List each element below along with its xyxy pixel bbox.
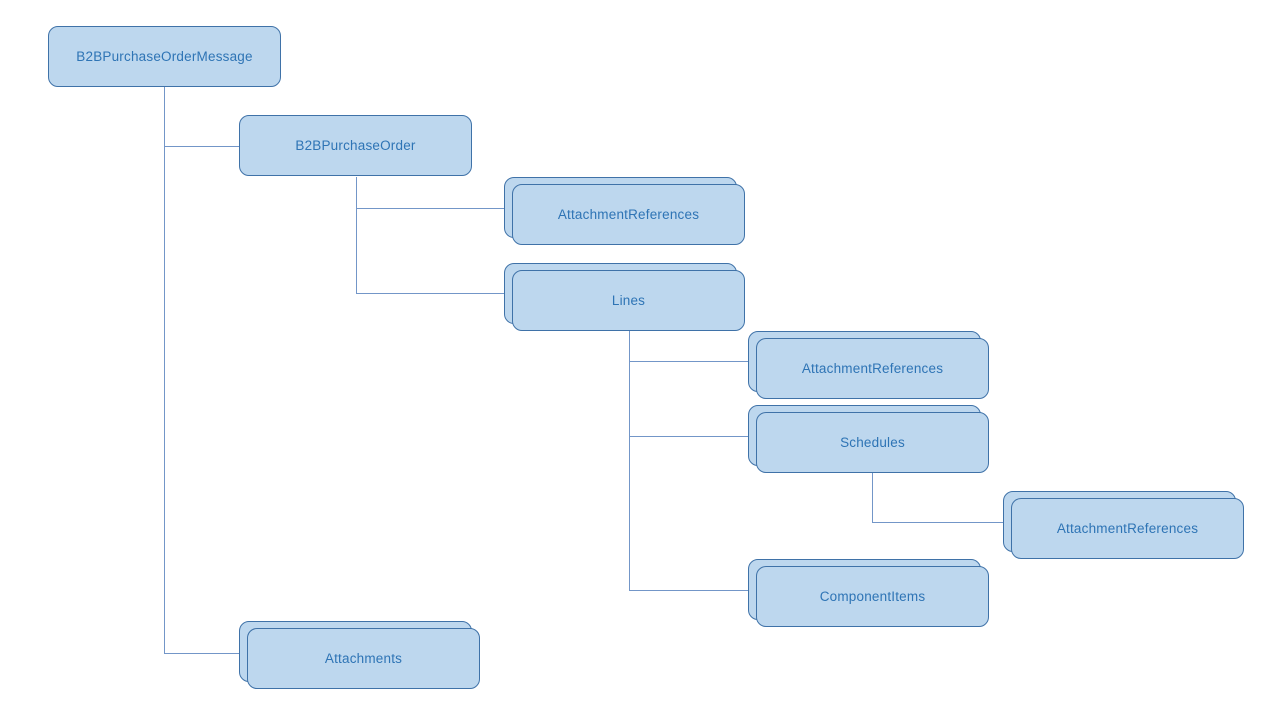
node-shape: Schedules bbox=[756, 412, 989, 473]
node-attachment-references-schedules[interactable]: AttachmentReferences bbox=[1003, 491, 1244, 559]
node-label: AttachmentReferences bbox=[801, 361, 944, 376]
connector-lines-to-schedules bbox=[629, 436, 748, 437]
node-b2b-purchase-order-message[interactable]: B2BPurchaseOrderMessage bbox=[48, 26, 281, 87]
connector-lines-to-componentitems bbox=[629, 590, 748, 591]
connector-root-to-purchaseorder bbox=[164, 146, 239, 147]
node-label: AttachmentReferences bbox=[1056, 521, 1199, 536]
node-attachment-references-order[interactable]: AttachmentReferences bbox=[504, 177, 745, 245]
connector-lines-to-attachref bbox=[629, 361, 748, 362]
node-b2b-purchase-order[interactable]: B2BPurchaseOrder bbox=[239, 115, 472, 176]
node-label: Attachments bbox=[324, 651, 403, 666]
node-label: ComponentItems bbox=[819, 589, 926, 604]
node-shape: Lines bbox=[512, 270, 745, 331]
node-shape: AttachmentReferences bbox=[1011, 498, 1244, 559]
node-attachment-references-lines[interactable]: AttachmentReferences bbox=[748, 331, 989, 399]
connector-schedules-to-attachref bbox=[872, 522, 1003, 523]
connector-root-trunk bbox=[164, 87, 165, 653]
node-attachments[interactable]: Attachments bbox=[239, 621, 480, 689]
node-component-items[interactable]: ComponentItems bbox=[748, 559, 989, 627]
connector-purchaseorder-trunk bbox=[356, 177, 357, 293]
node-shape: AttachmentReferences bbox=[512, 184, 745, 245]
node-shape: Attachments bbox=[247, 628, 480, 689]
node-label: B2BPurchaseOrderMessage bbox=[76, 49, 253, 64]
connector-root-to-attachments bbox=[164, 653, 239, 654]
connector-purchaseorder-to-lines bbox=[356, 293, 504, 294]
node-lines[interactable]: Lines bbox=[504, 263, 745, 331]
connector-schedules-trunk bbox=[872, 473, 873, 522]
node-shape: B2BPurchaseOrder bbox=[239, 115, 472, 176]
node-label: AttachmentReferences bbox=[557, 207, 700, 222]
connector-purchaseorder-to-attachref bbox=[356, 208, 504, 209]
connector-lines-trunk bbox=[629, 331, 630, 590]
node-label: Schedules bbox=[840, 435, 905, 450]
node-schedules[interactable]: Schedules bbox=[748, 405, 989, 473]
node-shape: AttachmentReferences bbox=[756, 338, 989, 399]
node-shape: B2BPurchaseOrderMessage bbox=[48, 26, 281, 87]
node-label: B2BPurchaseOrder bbox=[295, 138, 416, 153]
node-shape: ComponentItems bbox=[756, 566, 989, 627]
node-label: Lines bbox=[611, 293, 646, 308]
